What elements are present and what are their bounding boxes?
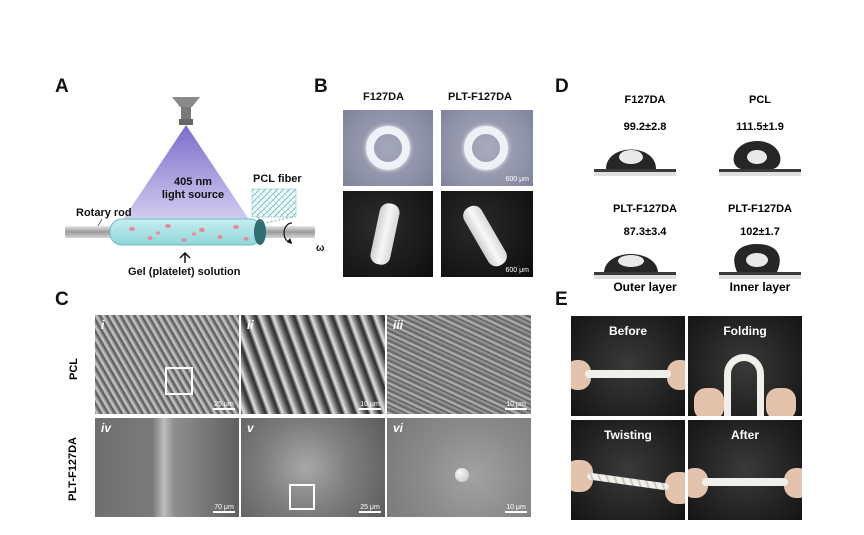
sem-tile-ii: ii 10 μm — [241, 315, 385, 414]
photo-folding: Folding — [688, 316, 802, 416]
drop-name-f127da: F127DA — [624, 94, 666, 106]
photo-caption-twisting: Twisting — [604, 428, 652, 442]
scale-bar: 70 μm — [213, 504, 235, 513]
panel-label-c: C — [55, 289, 69, 310]
scale-bar: 25 μm — [213, 401, 235, 410]
rotary-rod-label: Rotary rod — [76, 207, 132, 219]
zoom-box — [165, 367, 193, 395]
fabrication-schematic — [65, 97, 315, 263]
platelet-particle — [455, 468, 469, 482]
photo-before: Before — [571, 316, 685, 416]
panel-b-col2-title: PLT-F127DA — [448, 91, 512, 103]
tile-tag: iii — [393, 318, 404, 332]
drop-name-plt-outer: PLT-F127DA — [613, 203, 677, 215]
tile-tag: i — [101, 318, 105, 332]
platelet-dots — [129, 224, 249, 242]
row-label-plt-f127da: PLT-F127DA — [67, 437, 79, 501]
lamp-icon — [172, 97, 200, 125]
f127da-cross-section-photo — [343, 110, 433, 186]
photo-caption-after: After — [730, 428, 759, 442]
scale-bar: 10 μm — [505, 504, 527, 513]
scale-bar: 10 μm — [359, 401, 381, 410]
panel-label-d: D — [555, 76, 569, 97]
sem-tile-iii: iii 10 μm — [387, 315, 531, 414]
photo-after: After — [688, 420, 802, 520]
drop-name-pcl: PCL — [749, 94, 771, 106]
pcl-fiber-label: PCL fiber — [253, 173, 302, 185]
inner-layer-caption: Inner layer — [729, 280, 791, 294]
outer-layer-caption: Outer layer — [613, 280, 677, 294]
gel-solution-label: Gel (platelet) solution — [128, 266, 241, 278]
sem-tile-v: v 25 μm — [241, 418, 385, 517]
tile-tag: vi — [393, 421, 404, 435]
photo-caption-before: Before — [608, 324, 647, 338]
scale-bar: 600 μm — [505, 176, 530, 183]
tile-tag: iv — [101, 421, 112, 435]
sem-tile-vi: vi 10 μm — [387, 418, 531, 517]
scale-bar: 600 μm — [505, 267, 530, 274]
tile-tag: v — [247, 421, 254, 435]
droplet-pcl — [719, 141, 801, 176]
droplet-plt-inner — [719, 244, 801, 279]
photo-caption-folding: Folding — [723, 324, 767, 338]
scale-bar: 25 μm — [359, 504, 381, 513]
tile-tag: ii — [247, 318, 254, 332]
light-label-2: light source — [161, 189, 225, 201]
panel-b-col1-title: F127DA — [363, 91, 404, 103]
panel-label-e: E — [555, 289, 568, 310]
light-label-1: 405 nm — [174, 176, 212, 188]
drop-angle-plt-outer: 87.3±3.4 — [623, 226, 667, 238]
photo-twisting: Twisting — [571, 420, 685, 520]
up-arrow-icon — [179, 251, 191, 263]
panel-label-b: B — [314, 76, 328, 97]
drop-angle-f127da: 99.2±2.8 — [623, 121, 667, 133]
plt-f127da-cross-section-photo: 600 μm — [441, 110, 533, 186]
omega-label: ω — [316, 243, 325, 254]
sem-tile-i: i 25 μm — [95, 315, 239, 414]
droplet-f127da — [594, 149, 676, 176]
light-beam — [116, 125, 256, 230]
drop-name-plt-inner: PLT-F127DA — [728, 203, 792, 215]
pcl-fiber-mesh — [251, 188, 297, 218]
drop-angle-pcl: 111.5±1.9 — [736, 121, 784, 133]
drop-angle-plt-inner: 102±1.7 — [740, 226, 780, 238]
sem-tile-iv: iv 70 μm — [95, 418, 239, 517]
tube-end — [254, 219, 266, 245]
scale-bar: 10 μm — [505, 401, 527, 410]
plt-f127da-tube-photo: 600 μm — [441, 191, 533, 277]
f127da-tube-photo — [343, 191, 433, 277]
row-label-pcl: PCL — [68, 358, 80, 380]
zoom-box — [289, 484, 315, 510]
droplet-plt-outer — [594, 254, 676, 279]
panel-label-a: A — [55, 76, 69, 97]
